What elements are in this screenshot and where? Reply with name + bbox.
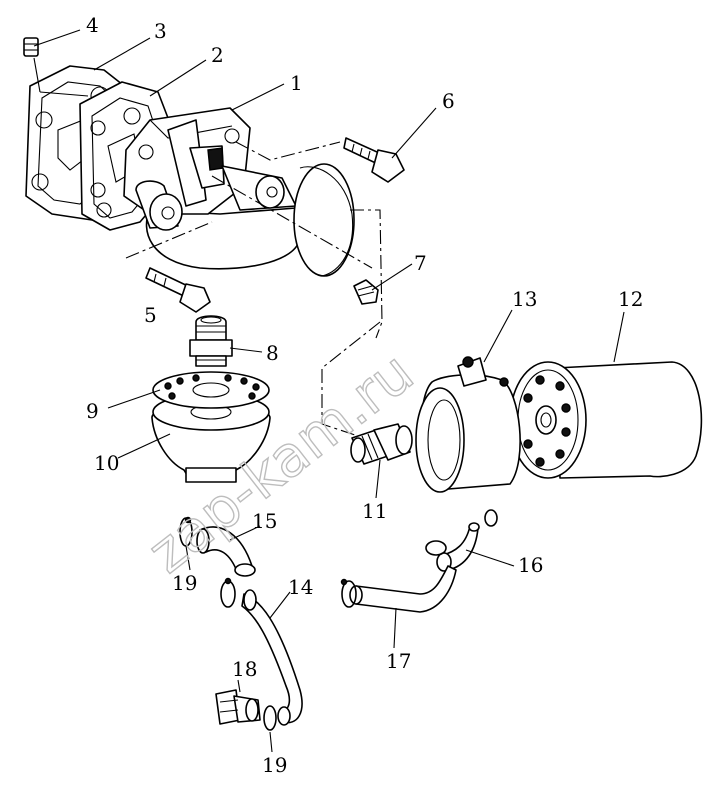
banjo-bolt xyxy=(215,689,261,725)
threaded-nipple xyxy=(189,315,233,367)
callout-labels: 1 2 3 4 5 6 7 8 9 10 11 12 13 14 15 16 1… xyxy=(86,13,643,777)
screw-plug-small xyxy=(23,37,89,97)
callout-5: 5 xyxy=(144,303,157,327)
callout-19-upper: 19 xyxy=(172,571,197,595)
assembly-centerlines xyxy=(125,141,383,441)
callout-8: 8 xyxy=(266,341,279,365)
leader-lines xyxy=(33,29,625,753)
callout-17: 17 xyxy=(386,649,411,673)
callout-6: 6 xyxy=(442,89,455,113)
callout-15: 15 xyxy=(252,509,277,533)
callout-9: 9 xyxy=(86,399,99,423)
callout-16: 16 xyxy=(518,553,543,577)
callout-12: 12 xyxy=(618,287,643,311)
callout-11: 11 xyxy=(362,499,387,523)
hose-elbow-right xyxy=(436,522,480,572)
callout-3: 3 xyxy=(154,19,167,43)
callout-14: 14 xyxy=(288,575,313,599)
filter-cartridge xyxy=(509,361,703,479)
callout-1: 1 xyxy=(290,71,303,95)
filter-head xyxy=(123,107,355,277)
bolt-lower xyxy=(145,267,211,313)
filter-housing xyxy=(415,356,521,493)
callout-19-lower: 19 xyxy=(262,753,287,777)
callout-7: 7 xyxy=(414,251,427,275)
callout-13: 13 xyxy=(512,287,537,311)
bolt-upper xyxy=(343,137,405,183)
hose-clamps-right xyxy=(340,509,498,608)
callout-2: 2 xyxy=(211,43,224,67)
hose-long xyxy=(241,589,303,726)
hose-elbow-upper xyxy=(196,526,256,577)
adapter-gasket xyxy=(152,371,270,409)
callout-18: 18 xyxy=(232,657,257,681)
hose-curved-right xyxy=(349,565,457,613)
plug-head xyxy=(353,279,379,305)
callout-10: 10 xyxy=(94,451,119,475)
callout-4: 4 xyxy=(86,13,99,37)
union-fitting xyxy=(350,423,413,465)
